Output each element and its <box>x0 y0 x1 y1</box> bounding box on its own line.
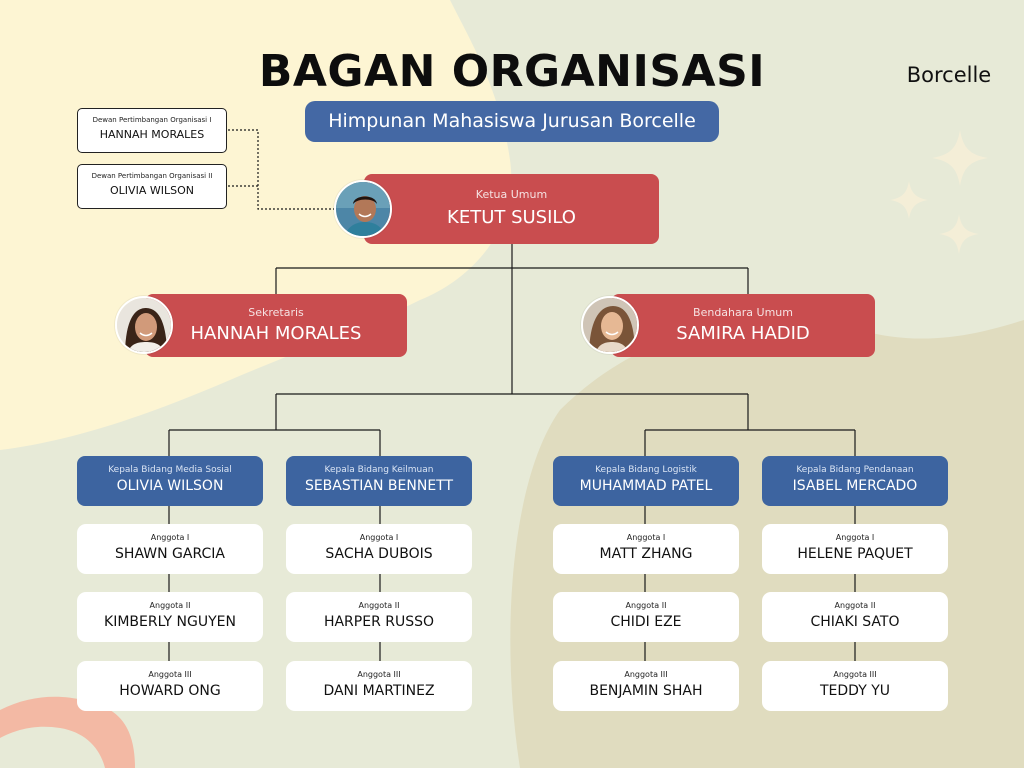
division-head-card: Kepala Bidang Logistik MUHAMMAD PATEL <box>553 456 739 506</box>
advisor-card-1: Dewan Pertimbangan Organisasi I HANNAH M… <box>77 108 227 153</box>
secretary-role: Sekretaris <box>248 306 304 319</box>
member-name: MATT ZHANG <box>599 546 693 562</box>
member-role: Anggota III <box>833 670 877 679</box>
chair-card: Ketua Umum KETUT SUSILO <box>364 174 659 244</box>
member-role: Anggota I <box>626 533 666 542</box>
member-card: Anggota I HELENE PAQUET <box>762 524 948 574</box>
division-head-role: Kepala Bidang Media Sosial <box>108 465 232 475</box>
sparkle-icon <box>890 181 928 219</box>
member-name: CHIDI EZE <box>610 614 682 630</box>
division-head-card: Kepala Bidang Keilmuan SEBASTIAN BENNETT <box>286 456 472 506</box>
page-subtitle: Himpunan Mahasiswa Jurusan Borcelle <box>305 101 719 142</box>
member-role: Anggota I <box>835 533 875 542</box>
member-role: Anggota I <box>150 533 190 542</box>
member-card: Anggota I MATT ZHANG <box>553 524 739 574</box>
member-name: HARPER RUSSO <box>323 614 435 630</box>
advisor-connector <box>228 129 340 210</box>
division-head-card: Kepala Bidang Pendanaan ISABEL MERCADO <box>762 456 948 506</box>
member-name: CHIAKI SATO <box>810 614 900 630</box>
member-name: SHAWN GARCIA <box>115 546 225 562</box>
chair-role: Ketua Umum <box>475 188 548 201</box>
secretary-card: Sekretaris HANNAH MORALES <box>145 294 407 357</box>
member-role: Anggota I <box>359 533 399 542</box>
division-branch <box>275 393 749 430</box>
member-card: Anggota III HOWARD ONG <box>77 661 263 711</box>
sparkle-icon <box>939 214 979 254</box>
division-head-role: Kepala Bidang Logistik <box>595 465 697 475</box>
member-card: Anggota III BENJAMIN SHAH <box>553 661 739 711</box>
peach-blob <box>0 696 135 768</box>
member-card: Anggota I SACHA DUBOIS <box>286 524 472 574</box>
member-card: Anggota II HARPER RUSSO <box>286 592 472 642</box>
treasurer-role: Bendahara Umum <box>693 306 793 319</box>
advisor-card-2: Dewan Pertimbangan Organisasi II OLIVIA … <box>77 164 227 209</box>
member-role: Anggota II <box>358 601 400 610</box>
division-head-name: MUHAMMAD PATEL <box>579 478 713 494</box>
right-branch <box>644 429 856 456</box>
left-branch <box>168 429 381 456</box>
page-title: BAGAN ORGANISASI <box>258 46 766 97</box>
officer-branch <box>275 267 749 294</box>
member-role: Anggota II <box>625 601 667 610</box>
division-head-role: Kepala Bidang Pendanaan <box>796 465 914 475</box>
division-head-name: SEBASTIAN BENNETT <box>304 478 454 494</box>
treasurer-avatar <box>581 296 639 354</box>
member-name: BENJAMIN SHAH <box>589 683 703 699</box>
treasurer-card: Bendahara Umum SAMIRA HADID <box>611 294 875 357</box>
sparkle-icons <box>890 130 988 254</box>
member-card: Anggota III TEDDY YU <box>762 661 948 711</box>
member-role: Anggota II <box>834 601 876 610</box>
advisor-role: Dewan Pertimbangan Organisasi II <box>91 172 213 180</box>
member-role: Anggota III <box>148 670 192 679</box>
chair-name: KETUT SUSILO <box>447 207 576 228</box>
member-name: SACHA DUBOIS <box>325 546 433 562</box>
member-card: Anggota II KIMBERLY NGUYEN <box>77 592 263 642</box>
member-role: Anggota II <box>149 601 191 610</box>
sparkle-icon <box>932 130 988 186</box>
member-card: Anggota I SHAWN GARCIA <box>77 524 263 574</box>
brand-logo-text: Borcelle <box>906 63 992 87</box>
division-head-role: Kepala Bidang Keilmuan <box>324 465 434 475</box>
member-name: KIMBERLY NGUYEN <box>104 614 236 630</box>
division-head-name: ISABEL MERCADO <box>792 478 918 494</box>
member-lines <box>168 505 856 686</box>
advisor-role: Dewan Pertimbangan Organisasi I <box>92 116 212 124</box>
member-name: DANI MARTINEZ <box>323 683 435 699</box>
division-head-card: Kepala Bidang Media Sosial OLIVIA WILSON <box>77 456 263 506</box>
advisor-name: OLIVIA WILSON <box>110 184 194 197</box>
member-role: Anggota III <box>624 670 668 679</box>
secretary-avatar <box>115 296 173 354</box>
treasurer-name: SAMIRA HADID <box>676 323 810 344</box>
division-head-name: OLIVIA WILSON <box>116 478 224 494</box>
member-name: HOWARD ONG <box>119 683 221 699</box>
member-card: Anggota II CHIDI EZE <box>553 592 739 642</box>
advisor-name: HANNAH MORALES <box>99 128 205 141</box>
member-role: Anggota III <box>357 670 401 679</box>
secretary-name: HANNAH MORALES <box>190 323 362 344</box>
member-card: Anggota III DANI MARTINEZ <box>286 661 472 711</box>
member-name: TEDDY YU <box>820 683 890 699</box>
member-name: HELENE PAQUET <box>797 546 913 562</box>
member-card: Anggota II CHIAKI SATO <box>762 592 948 642</box>
chair-avatar <box>334 180 392 238</box>
